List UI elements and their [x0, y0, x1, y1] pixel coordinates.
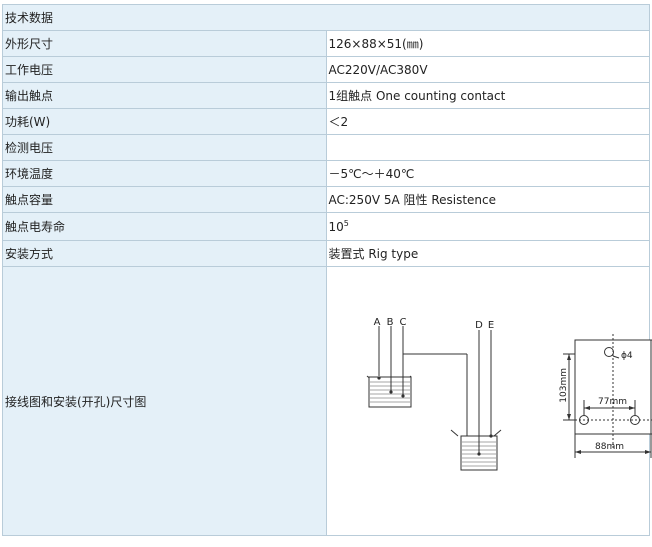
- diagram-svg: A B C D E: [366, 317, 652, 471]
- table-header-row: 技术数据: [2, 4, 650, 31]
- row-value: 装置式 Rig type: [325, 240, 650, 267]
- table-header: 技术数据: [2, 4, 650, 31]
- table-row: 检测电压: [2, 134, 650, 161]
- diagram-row: 接线图和安装(开孔)尺寸图: [2, 266, 652, 536]
- row-label: 检测电压: [2, 134, 327, 161]
- spec-table: 技术数据 外形尺寸 126×88×51(㎜) 工作电压 AC220V/AC380…: [2, 4, 652, 536]
- dim-103mm-label: 103mm: [559, 368, 569, 403]
- row-label: 功耗(W): [2, 108, 327, 135]
- terminal-label-e: E: [487, 320, 493, 331]
- dimension-arrows: [566, 354, 651, 454]
- dim-88mm-label: 88mm: [595, 442, 624, 452]
- value-base: 10: [328, 220, 344, 234]
- table-row: 外形尺寸 126×88×51(㎜): [2, 30, 650, 57]
- table-row: 环境温度 －5℃～＋40℃: [2, 160, 650, 187]
- row-label: 工作电压: [2, 56, 327, 83]
- wiring-diagram: [366, 326, 501, 471]
- row-value: －5℃～＋40℃: [325, 160, 650, 187]
- table-row: 触点容量 AC:250V 5A 阻性 Resistence: [2, 186, 650, 213]
- value-exponent: 5: [343, 219, 349, 228]
- row-label: 接线图和安装(开孔)尺寸图: [2, 266, 327, 536]
- terminal-label-a: A: [373, 317, 380, 328]
- hole-diameter-label: ϕ4: [621, 351, 633, 361]
- row-value: 1组触点 One counting contact: [325, 82, 650, 109]
- diagram-cell: A B C D E: [325, 266, 652, 536]
- row-label: 外形尺寸: [2, 30, 327, 57]
- row-value: [325, 134, 650, 161]
- wiring-dots: [376, 376, 493, 456]
- terminal-label-c: C: [399, 317, 406, 328]
- row-value: ＜2: [325, 108, 650, 135]
- table-row: 安装方式 装置式 Rig type: [2, 240, 650, 267]
- row-label: 触点电寿命: [2, 212, 327, 241]
- table-row: 触点电寿命 105: [2, 212, 650, 241]
- terminal-label-b: B: [386, 317, 393, 328]
- row-label: 输出触点: [2, 82, 327, 109]
- row-value: AC220V/AC380V: [325, 56, 650, 83]
- row-label: 安装方式: [2, 240, 327, 267]
- terminal-label-d: D: [475, 320, 483, 331]
- row-value: AC:250V 5A 阻性 Resistence: [325, 186, 650, 213]
- table-row: 工作电压 AC220V/AC380V: [2, 56, 650, 83]
- row-label: 环境温度: [2, 160, 327, 187]
- table-row: 功耗(W) ＜2: [2, 108, 650, 135]
- mounting-diagram: [562, 334, 652, 458]
- row-value: 126×88×51(㎜): [325, 30, 650, 57]
- dim-77mm-label: 77mm: [598, 397, 627, 407]
- row-value: 105: [325, 212, 650, 241]
- row-label: 触点容量: [2, 186, 327, 213]
- table-row: 输出触点 1组触点 One counting contact: [2, 82, 650, 109]
